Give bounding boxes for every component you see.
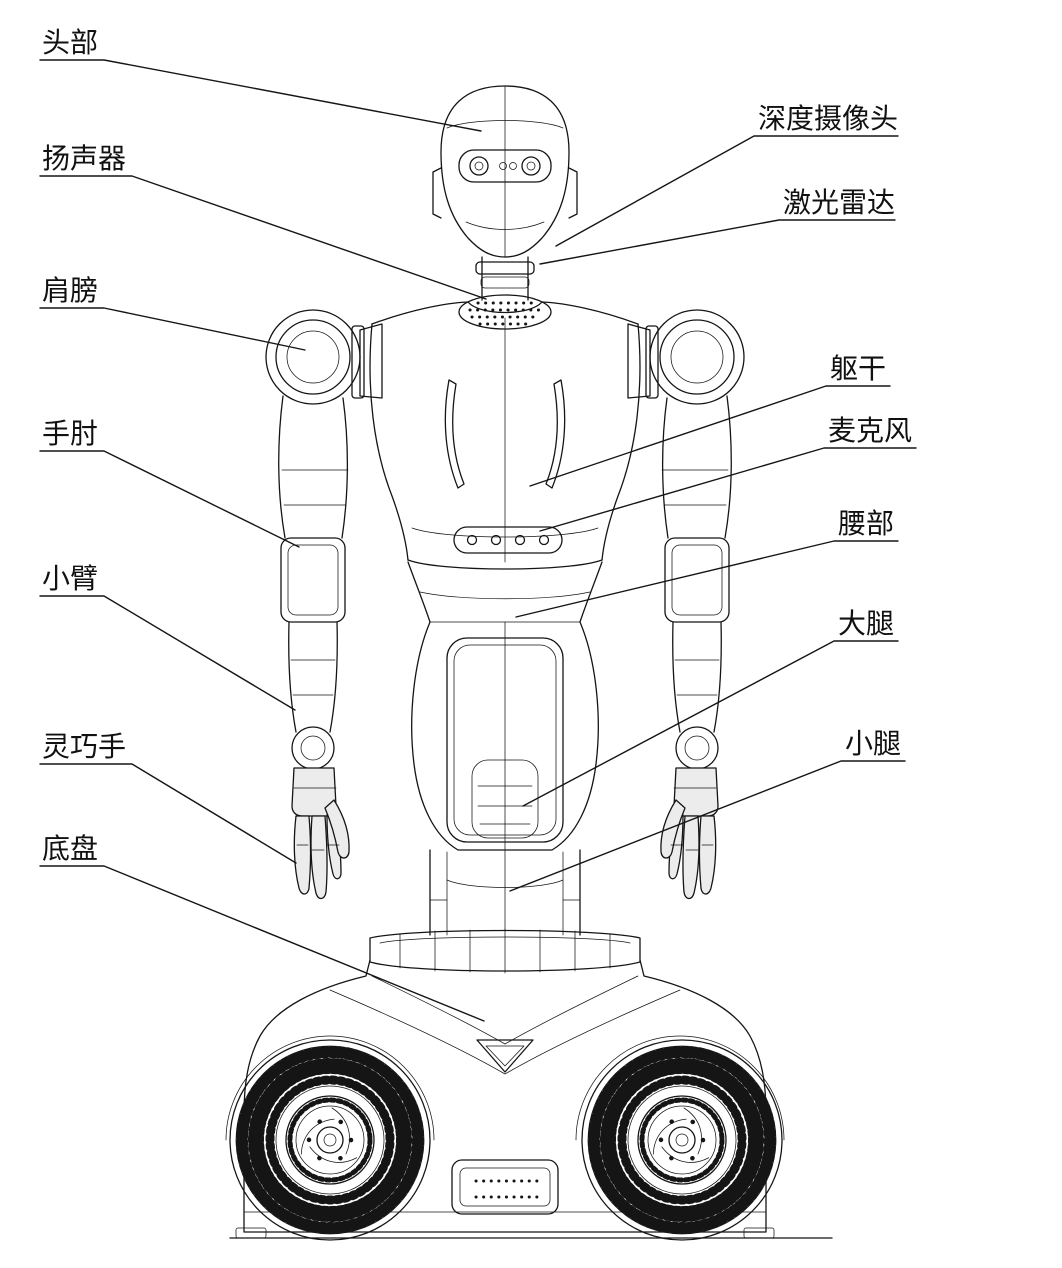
label-torso: 躯干: [830, 353, 886, 384]
leader-microphone: [539, 447, 917, 532]
leader-elbow: [39, 450, 300, 548]
left-wheel: [230, 1040, 430, 1240]
leader-lidar: [539, 219, 896, 265]
robot-waist: [407, 561, 603, 623]
robot-right-arm: [627, 309, 745, 900]
speaker-grille: [458, 294, 552, 330]
leader-dexterous-hand: [39, 763, 297, 864]
camera-lens-right: [521, 156, 541, 176]
label-depth-camera: 深度摄像头: [758, 103, 898, 134]
lidar-ring: [475, 261, 535, 275]
leader-shoulder: [39, 307, 306, 351]
label-head: 头部: [42, 27, 98, 58]
callout-labels: 头部 扬声器 肩膀 手肘 小臂 灵巧手 底盘 深度摄像头 激光雷达 躯干 麦克风…: [42, 27, 912, 864]
label-microphone: 麦克风: [828, 415, 912, 446]
leader-thigh: [522, 640, 899, 807]
leader-head: [39, 59, 482, 132]
microphone-array: [453, 526, 563, 554]
chest-vent-left: [444, 379, 465, 489]
robot-pelvis: [411, 621, 599, 851]
label-shoulder: 肩膀: [42, 275, 98, 306]
triangle-marker: [476, 1039, 534, 1073]
label-waist: 腰部: [838, 508, 894, 539]
label-speaker: 扬声器: [42, 143, 126, 174]
leader-torso: [529, 385, 891, 487]
camera-lens-left: [469, 156, 489, 176]
leader-waist: [515, 540, 899, 618]
front-connector-plate: [451, 1159, 559, 1215]
label-forearm: 小臂: [42, 563, 98, 594]
robot-head: [432, 85, 578, 258]
leader-forearm: [39, 595, 296, 711]
label-calf: 小腿: [845, 728, 901, 759]
robot-neck-lidar: [475, 256, 535, 301]
label-elbow: 手肘: [42, 418, 98, 449]
leader-calf: [509, 760, 906, 892]
chest-vent-right: [545, 379, 566, 489]
leader-chassis: [39, 865, 485, 1022]
robot-torso: [369, 294, 641, 570]
label-dexterous-hand: 灵巧手: [42, 731, 126, 762]
leader-speaker: [39, 175, 487, 300]
robot-left-arm: [265, 309, 383, 900]
leader-lines: [39, 59, 917, 1022]
leader-depth-camera: [555, 135, 899, 247]
label-thigh: 大腿: [838, 608, 894, 639]
camera-visor: [458, 149, 552, 183]
thigh-panel: [471, 759, 539, 839]
label-lidar: 激光雷达: [783, 187, 895, 218]
label-chassis: 底盘: [42, 833, 98, 864]
right-wheel: [582, 1040, 782, 1240]
robot-legs: [429, 849, 581, 936]
